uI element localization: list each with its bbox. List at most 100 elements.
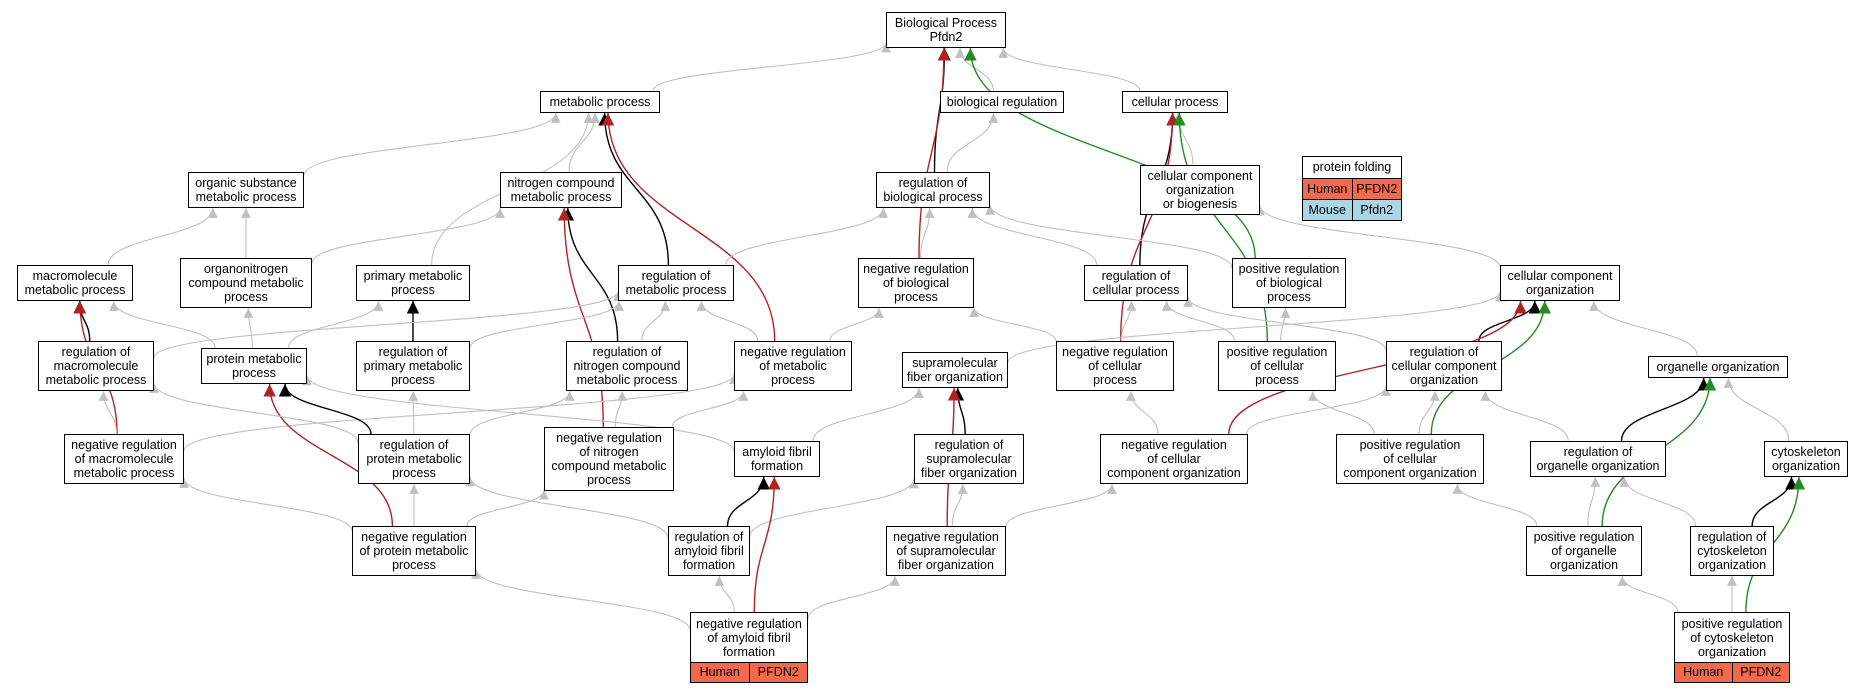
node-label: protein metabolic — [366, 452, 462, 466]
edge-amyloid-to-protmet — [302, 375, 735, 452]
edge-negmet-to-regmet — [696, 300, 759, 342]
node-label: positive regulation — [1226, 345, 1328, 359]
node-cytoskeleton-organization[interactable]: cytoskeleton organization — [1764, 441, 1848, 477]
node-label: of cellular — [1088, 359, 1142, 373]
edge-macro-to-orgsub — [107, 207, 218, 266]
legend-table: protein folding Human PFDN2 Mouse Pfdn2 — [1302, 156, 1402, 221]
node-primary-metabolic-process[interactable]: primary metabolic process — [356, 265, 470, 301]
node-cellular-component-organization-or-biogenesis[interactable]: cellular component organization or bioge… — [1140, 165, 1260, 215]
node-cellular-component-organization[interactable]: cellular component organization — [1500, 265, 1620, 301]
node-label: macromolecule — [53, 359, 139, 373]
node-positive-regulation-of-cellular-component-organization[interactable]: positive regulation of cellular componen… — [1336, 434, 1484, 484]
node-label: negative regulation — [556, 431, 662, 445]
node-label: fiber organization — [907, 370, 1003, 384]
edge-poscc-to-regcc — [1418, 390, 1440, 435]
node-supramolecular-fiber-organization[interactable]: supramolecular fiber organization — [902, 352, 1008, 388]
node-negative-regulation-of-amyloid-fibril-formation[interactable]: negative regulation of amyloid fibril fo… — [690, 612, 808, 662]
edge-protmet-to-primary — [287, 300, 384, 349]
edge-regnitro-to-regmet — [641, 300, 671, 342]
node-regulation-of-metabolic-process[interactable]: regulation of metabolic process — [618, 265, 734, 301]
node-label: amyloid fibril — [742, 445, 812, 459]
edge-metabolic-to-root — [652, 42, 891, 92]
node-label: regulation of — [1101, 269, 1171, 283]
node-regulation-of-supramolecular-fiber-organization[interactable]: regulation of supramolecular fiber organ… — [914, 434, 1024, 484]
node-nitrogen-compound-metabolic-process[interactable]: nitrogen compound metabolic process — [500, 172, 622, 208]
node-label: process — [587, 473, 631, 487]
node-positive-regulation-of-organelle-organization[interactable]: positive regulation of organelle organiz… — [1526, 526, 1642, 576]
node-regulation-of-primary-metabolic-process[interactable]: regulation of primary metabolic process — [356, 341, 470, 391]
edge-regamy-to-regsupra — [749, 478, 919, 537]
edge-organelle-to-ccorg — [1588, 300, 1698, 357]
node-negative-regulation-of-cellular-process[interactable]: negative regulation of cellular process — [1056, 341, 1174, 391]
edge-negmet-to-metabolic — [601, 112, 776, 342]
node-label: cellular process — [1131, 95, 1219, 109]
node-cellular-process[interactable]: cellular process — [1122, 91, 1228, 113]
node-regulation-of-organelle-organization[interactable]: regulation of organelle organization — [1530, 441, 1666, 477]
node-negative-regulation-of-protein-metabolic-process[interactable]: negative regulation of protein metabolic… — [352, 526, 476, 576]
node-negative-regulation-of-cellular-component-organization[interactable]: negative regulation of cellular componen… — [1100, 434, 1248, 484]
node-label: primary metabolic — [363, 269, 463, 283]
node-positive-regulation-of-cellular-process[interactable]: positive regulation of cellular process — [1218, 341, 1336, 391]
node-regulation-of-biological-process[interactable]: regulation of biological process — [876, 172, 990, 208]
node-label: of protein metabolic — [359, 544, 469, 558]
node-regulation-of-protein-metabolic-process[interactable]: regulation of protein metabolic process — [358, 434, 470, 484]
node-protein-metabolic-process[interactable]: protein metabolic process — [201, 348, 307, 384]
node-label: organization — [1165, 183, 1235, 197]
edge-regorg-to-organelle — [1620, 377, 1710, 442]
node-biological-regulation[interactable]: biological regulation — [940, 91, 1064, 113]
node-negative-regulation-of-biological-process[interactable]: negative regulation of biological proces… — [858, 258, 974, 308]
node-amyloid-fibril-formation[interactable]: amyloid fibril formation — [734, 441, 820, 477]
gene-tag-negamy: Human PFDN2 — [690, 662, 808, 683]
node-regulation-of-cytoskeleton-organization[interactable]: regulation of cytoskeleton organization — [1690, 526, 1774, 576]
node-label: organization — [1549, 558, 1619, 572]
node-label: process — [1267, 290, 1311, 304]
node-label: cellular process — [1092, 283, 1180, 297]
node-label: positive regulation — [1533, 530, 1635, 544]
node-macromolecule-metabolic-process[interactable]: macromolecule metabolic process — [17, 265, 133, 301]
node-negative-regulation-of-metabolic-process[interactable]: negative regulation of metabolic process — [734, 341, 852, 391]
edge-negnitro-to-regnitro — [614, 390, 628, 428]
edge-regcyto-to-regorg — [1619, 476, 1697, 527]
node-regulation-of-nitrogen-compound-metabolic-process[interactable]: regulation of nitrogen compound metaboli… — [566, 341, 688, 391]
node-negative-regulation-of-nitrogen-compound-metabolic-process[interactable]: negative regulation of nitrogen compound… — [544, 427, 674, 491]
node-label: amyloid fibril — [674, 544, 744, 558]
node-negative-regulation-of-macromolecule-metabolic-process[interactable]: negative regulation of macromolecule met… — [64, 434, 184, 484]
node-label: organelle organization — [1656, 360, 1780, 374]
node-label: supramolecular — [912, 356, 998, 370]
node-label: Biological Process — [894, 16, 998, 30]
edge-regmet-to-metabolic — [598, 112, 670, 266]
node-positive-regulation-of-biological-process[interactable]: positive regulation of biological proces… — [1232, 258, 1346, 308]
node-label: process — [894, 290, 938, 304]
node-label: formation — [682, 558, 736, 572]
edge-negamy-to-negsupra — [807, 575, 900, 619]
node-regulation-of-macromolecule-metabolic-process[interactable]: regulation of macromolecule metabolic pr… — [38, 341, 154, 391]
edge-negnitro-to-negmet — [671, 390, 749, 428]
node-organelle-organization[interactable]: organelle organization — [1648, 356, 1788, 378]
node-organic-substance-metabolic-process[interactable]: organic substance metabolic process — [188, 172, 304, 208]
node-label: nitrogen compound — [507, 176, 615, 190]
node-label: of biological — [1255, 276, 1322, 290]
node-label: positive regulation — [1359, 438, 1461, 452]
edge-regcell-to-regbio — [967, 207, 1098, 266]
node-regulation-of-cellular-component-organization[interactable]: regulation of cellular component organiz… — [1386, 341, 1502, 391]
node-label: cellular component — [1391, 359, 1497, 373]
edge-negprot-to-negnitro — [466, 489, 549, 527]
node-label: regulation of — [934, 438, 1004, 452]
node-organonitrogen-compound-metabolic-process[interactable]: organonitrogen compound metabolic proces… — [180, 258, 312, 308]
node-label: regulation of — [1409, 345, 1479, 359]
node-positive-regulation-of-cytoskeleton-organization[interactable]: positive regulation of cytoskeleton orga… — [1674, 612, 1790, 662]
node-label: of supramolecular — [896, 544, 996, 558]
node-regulation-of-cellular-process[interactable]: regulation of cellular process — [1084, 265, 1188, 301]
edge-negamy-to-amyloid — [753, 476, 781, 613]
node-label: negative regulation — [1062, 345, 1168, 359]
edge-negmacro-to-negmet — [183, 374, 739, 451]
node-regulation-of-amyloid-fibril-formation[interactable]: regulation of amyloid fibril formation — [668, 526, 750, 576]
edge-negcc-to-regcc — [1246, 385, 1391, 435]
node-label: regulation of — [61, 345, 131, 359]
node-root[interactable]: Biological Process Pfdn2 — [886, 12, 1006, 48]
node-metabolic-process[interactable]: metabolic process — [540, 91, 660, 113]
node-negative-regulation-of-supramolecular-fiber-organization[interactable]: negative regulation of supramolecular fi… — [886, 526, 1006, 576]
edge-orgnitro-to-nitrogen — [311, 207, 505, 264]
node-label: negative regulation — [863, 262, 969, 276]
